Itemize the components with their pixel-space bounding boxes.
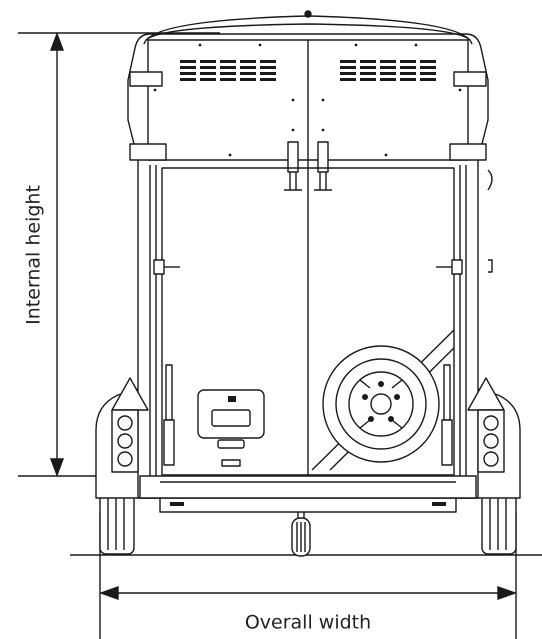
number-plate-mount	[197, 389, 265, 467]
height-arrow-bottom	[49, 458, 65, 477]
width-arrow-left	[98, 586, 119, 600]
side-latches	[153, 259, 463, 275]
struts	[163, 364, 453, 466]
lamp-cluster-left	[111, 377, 149, 473]
jockey-wheel	[291, 512, 311, 557]
height-dimension	[18, 32, 220, 477]
trailer	[95, 10, 521, 557]
width-dimension	[70, 512, 542, 639]
width-label: Overall width	[245, 612, 371, 634]
spare-wheel	[322, 345, 440, 463]
height-label: Internal height	[23, 185, 45, 325]
lamp-cluster-right	[467, 377, 505, 473]
height-arrow-top	[49, 32, 65, 51]
width-arrow-right	[497, 586, 518, 600]
wheel-right	[481, 487, 517, 555]
ramp-door	[161, 167, 455, 476]
door-handles	[284, 141, 332, 191]
hinges	[129, 71, 487, 161]
bumper	[139, 475, 477, 499]
